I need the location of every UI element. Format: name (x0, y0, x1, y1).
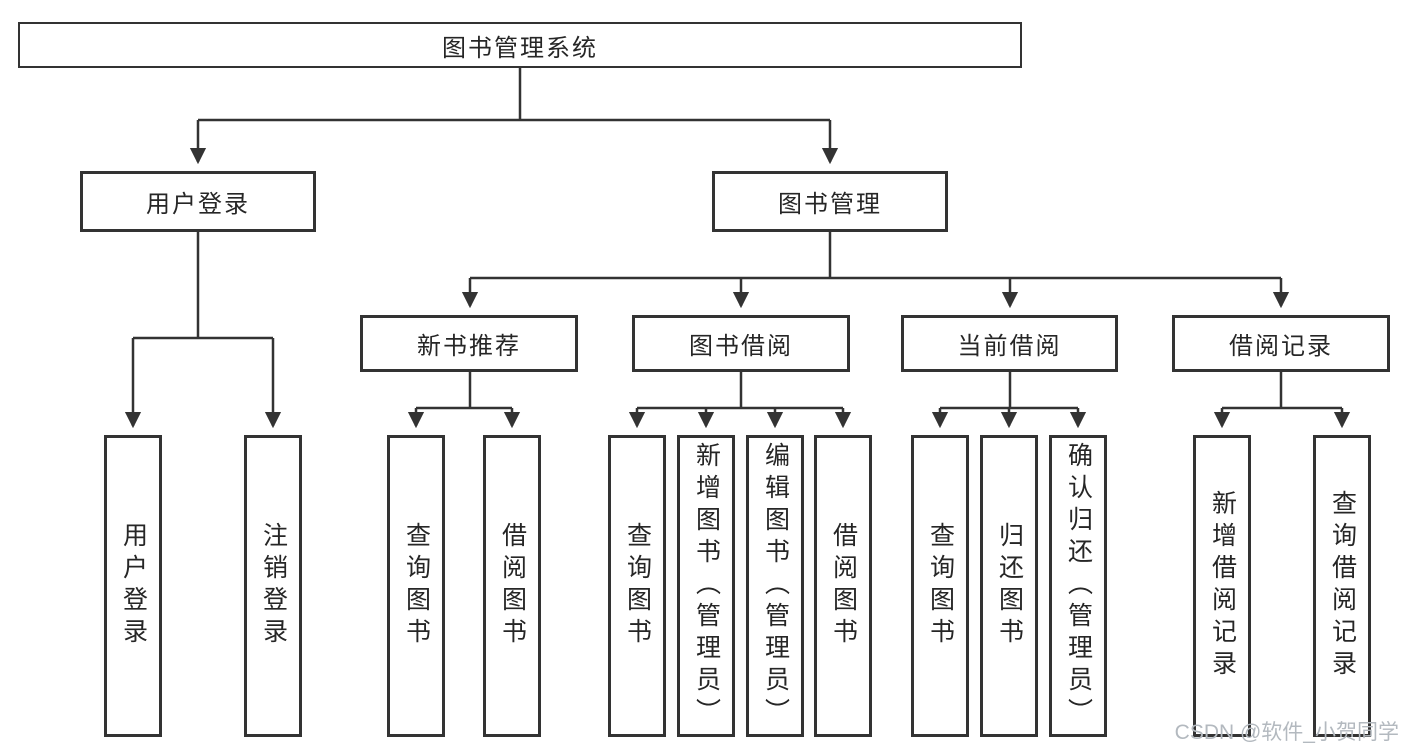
leaf-query-books-2: 查询图书 (608, 435, 666, 737)
node-label: 图书管理 (778, 191, 882, 218)
node-label: 图书借阅 (689, 333, 793, 360)
leaf-label: 注销登录 (259, 522, 288, 650)
node-label: 用户登录 (146, 191, 250, 218)
leaf-add-borrow-record: 新增借阅记录 (1193, 435, 1251, 737)
leaf-borrow-books-1: 借阅图书 (483, 435, 541, 737)
leaf-logout: 注销登录 (244, 435, 302, 737)
leaf-return-book: 归还图书 (980, 435, 1038, 737)
leaf-query-books-3: 查询图书 (911, 435, 969, 737)
leaf-label: 借阅图书 (829, 522, 858, 650)
node-current-borrowing: 当前借阅 (901, 315, 1118, 372)
node-library-management-system: 图书管理系统 (18, 22, 1022, 68)
node-label: 借阅记录 (1229, 333, 1333, 360)
leaf-label: 确认归还（管理员） (1064, 442, 1093, 730)
leaf-confirm-return-admin: 确认归还（管理员） (1049, 435, 1107, 737)
leaf-label: 查询图书 (402, 522, 431, 650)
node-new-book-recommend: 新书推荐 (360, 315, 578, 372)
leaf-label: 归还图书 (995, 522, 1024, 650)
leaf-label: 新增借阅记录 (1208, 490, 1237, 682)
node-book-borrowing: 图书借阅 (632, 315, 850, 372)
node-borrowing-records: 借阅记录 (1172, 315, 1390, 372)
leaf-label: 查询借阅记录 (1328, 490, 1357, 682)
leaf-label: 借阅图书 (498, 522, 527, 650)
node-label: 图书管理系统 (442, 34, 598, 62)
node-user-login: 用户登录 (80, 171, 316, 232)
leaf-label: 查询图书 (623, 522, 652, 650)
csdn-watermark: CSDN @软件_小贺同学 (1174, 721, 1399, 744)
leaf-borrow-books-2: 借阅图书 (814, 435, 872, 737)
leaf-query-borrow-record: 查询借阅记录 (1313, 435, 1371, 737)
leaf-label: 查询图书 (926, 522, 955, 650)
leaf-label: 编辑图书（管理员） (761, 442, 790, 730)
leaf-edit-book-admin: 编辑图书（管理员） (746, 435, 804, 737)
leaf-add-book-admin: 新增图书（管理员） (677, 435, 735, 737)
node-label: 新书推荐 (417, 333, 521, 360)
leaf-query-books-1: 查询图书 (387, 435, 445, 737)
leaf-label: 用户登录 (119, 522, 148, 650)
leaf-label: 新增图书（管理员） (692, 442, 721, 730)
leaf-user-login: 用户登录 (104, 435, 162, 737)
node-label: 当前借阅 (957, 333, 1062, 360)
node-book-management: 图书管理 (712, 171, 948, 232)
